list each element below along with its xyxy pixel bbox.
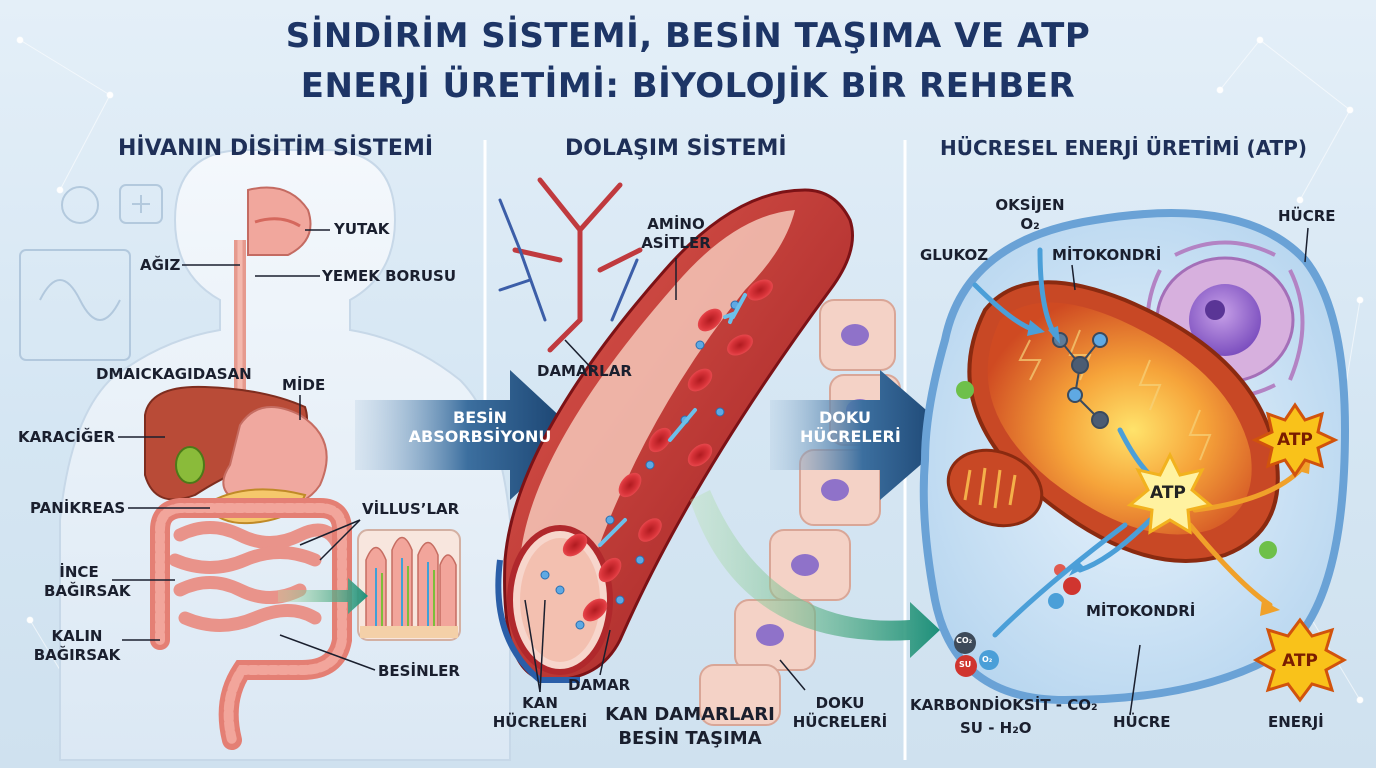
label-su: SU - H₂O — [960, 719, 1032, 737]
tissue-cells-arrow — [770, 370, 955, 500]
label-kan-hucreleri: KAN HÜCRELERİ — [492, 694, 588, 731]
vessel-tree — [498, 177, 643, 353]
label-besinler: BESİNLER — [378, 662, 460, 680]
label-damarlar: DAMARLAR — [537, 362, 632, 380]
molecule-label-co2: CO₂ — [956, 636, 973, 645]
leader-lines-digestive — [112, 229, 376, 671]
nutrient-absorption-arrow — [355, 370, 580, 500]
leader-lines-cell — [1071, 227, 1309, 716]
label-mide: MİDE — [282, 376, 326, 394]
label-agiz: AĞIZ — [140, 256, 181, 274]
panel-title-circulation: DOLAŞIM SİSTEMİ — [565, 136, 787, 161]
main-title-line2: ENERJİ ÜRETİMİ: BİYOLOJİK BİR REHBER — [300, 66, 1076, 106]
medical-icons — [19, 184, 163, 361]
tissue-delivery-arrow — [690, 490, 940, 658]
villus-inset — [357, 529, 461, 641]
label-yutak: YUTAK — [334, 220, 390, 238]
cell-granules — [956, 381, 1277, 576]
blood-vessel — [495, 188, 854, 683]
label-villus: VİLLUS’LAR — [362, 500, 460, 518]
leader-lines-circulation — [524, 258, 806, 693]
digestive-organs — [144, 186, 352, 750]
label-mitokondri-top: MİTOKONDRİ — [1052, 246, 1162, 264]
atp-star-bottom — [1252, 617, 1348, 703]
mitochondrion-small — [946, 448, 1044, 528]
label-glukoz: GLUKOZ — [920, 246, 989, 264]
arrow-label-absorption: BESİN ABSORBSİYONU — [408, 408, 552, 446]
label-amino-asitler: AMİNO ASİTLER — [641, 215, 711, 252]
label-kalin-bagirsak: KALIN BAĞIRSAK — [33, 627, 121, 664]
label-hucre-bottom: HÜCRE — [1113, 713, 1171, 731]
label-yemek-borusu: YEMEK BORUSU — [322, 267, 457, 285]
label-doku-hucreleri: DOKU HÜCRELERİ — [792, 694, 888, 731]
molecule-label-o2: O₂ — [982, 655, 993, 664]
panel-title-cell: HÜCRESEL ENERJİ ÜRETİMİ (ATP) — [940, 136, 1308, 160]
label-oksijen: OKSİJEN O₂ — [995, 196, 1065, 233]
arrow-label-tissue: DOKU HÜCRELERİ — [800, 408, 901, 446]
flow-arrows — [598, 293, 747, 547]
atp-label-center: ATP — [1150, 483, 1186, 503]
molecule-label-su: SU — [959, 660, 972, 669]
label-mitokondri-bottom: MİTOKONDRİ — [1086, 602, 1196, 620]
panel-title-digestive: HİVANIN DİSİTİM SİSTEMİ — [118, 136, 434, 161]
label-garbled: DMAICKAGIDASAN — [96, 365, 252, 383]
label-karbondioksit: KARBONDİOKSİT - CO₂ — [910, 696, 1098, 714]
atp-star-center — [1126, 451, 1214, 535]
atp-star-top — [1251, 402, 1339, 478]
label-damar: DAMAR — [568, 676, 631, 694]
main-title-line1: SİNDİRİM SİSTEMİ, BESİN TAŞIMA VE ATP — [285, 16, 1091, 56]
red-blood-cells — [562, 279, 773, 622]
atp-label-bottom: ATP — [1282, 651, 1318, 671]
label-pankreas: PANİKREAS — [30, 499, 126, 517]
caption-circulation: KAN DAMARLARI BESİN TAŞIMA — [605, 704, 775, 749]
label-enerji: ENERJİ — [1268, 713, 1324, 731]
atp-label-top: ATP — [1277, 430, 1313, 450]
nutrient-particles — [540, 300, 740, 630]
label-ince-bagirsak: İNCE BAĞIRSAK — [44, 563, 131, 600]
villus-absorption-arrow — [278, 578, 368, 614]
waste-molecules — [954, 577, 1081, 677]
label-hucre-top: HÜCRE — [1278, 207, 1336, 225]
label-karaciger: KARACİĞER — [18, 428, 116, 446]
